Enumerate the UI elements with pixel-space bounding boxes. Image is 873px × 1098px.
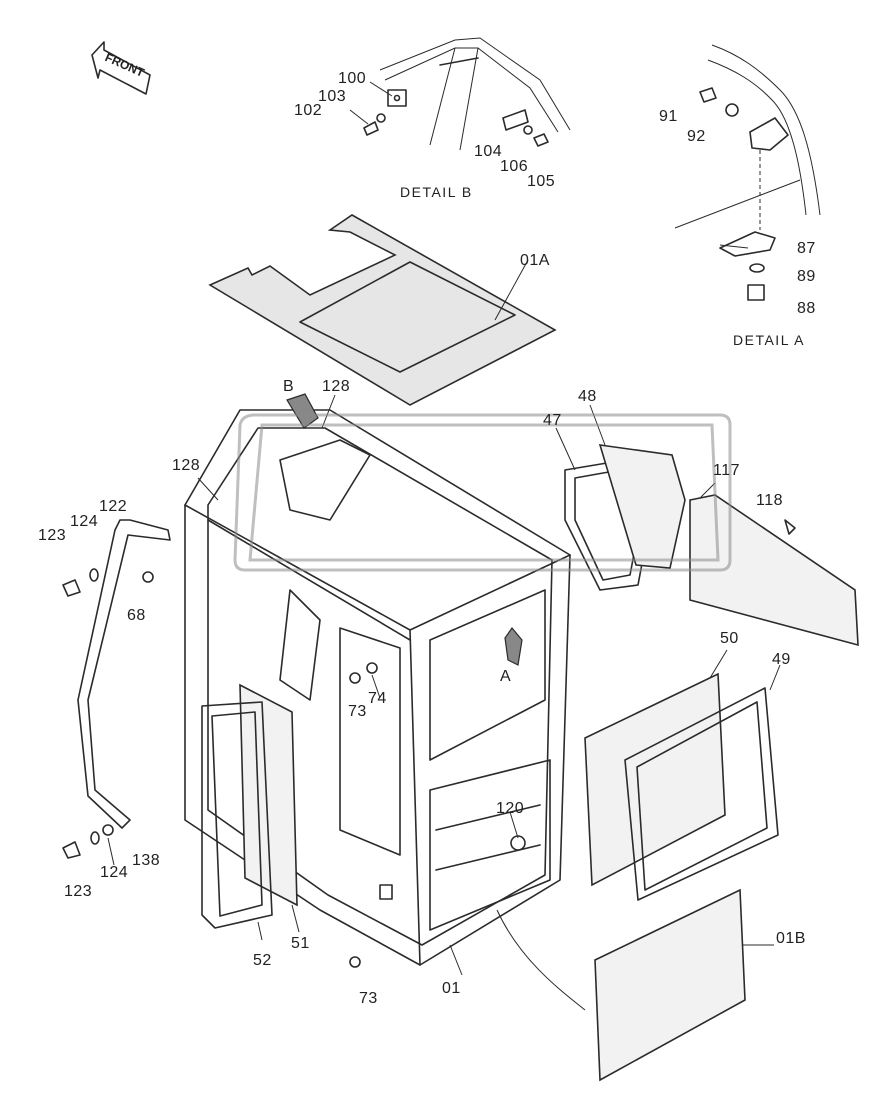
part-number-47: 47 (543, 412, 562, 429)
part-number-01b: 01B (776, 930, 806, 947)
part-number-51: 51 (291, 935, 310, 952)
window-51-52 (201, 683, 298, 929)
part-number-118: 118 (756, 492, 784, 509)
part-number-104: 104 (474, 143, 503, 160)
detail-a-caption: DETAIL A (733, 332, 805, 348)
cab-frame-01 (184, 409, 571, 966)
detail-a-drawing (674, 44, 821, 301)
part-number-48: 48 (578, 388, 597, 405)
part-number-102: 102 (294, 102, 323, 119)
part-number-124-bottom: 124 (100, 864, 129, 881)
part-number-128-top: 128 (322, 378, 351, 395)
part-number-01a: 01A (520, 252, 550, 269)
part-number-88: 88 (797, 300, 816, 317)
part-number-124-top: 124 (70, 513, 99, 530)
front-arrow-icon (91, 41, 151, 95)
panel-01b (496, 888, 746, 1082)
part-number-52: 52 (253, 952, 272, 969)
view-arrow-a-icon (504, 627, 523, 666)
part-number-138: 138 (132, 852, 161, 869)
handrail-122 (77, 519, 171, 829)
detail-b-caption: DETAIL B (400, 184, 473, 200)
part-number-117: 117 (713, 462, 741, 479)
part-number-105: 105 (527, 173, 556, 190)
side-glass-117 (689, 494, 859, 647)
part-number-73-bottom: 73 (359, 990, 378, 1007)
detail-b-drawing (363, 37, 571, 151)
part-number-73-mid: 73 (348, 703, 367, 720)
part-number-123-bottom: 123 (64, 883, 93, 900)
roof-liner-01a (208, 214, 557, 406)
part-number-92: 92 (687, 128, 706, 145)
door-window-47-48 (564, 444, 686, 591)
view-arrow-b-icon (286, 393, 319, 429)
watermark-graphic (233, 413, 732, 572)
view-marker-a: A (500, 668, 512, 685)
part-number-100: 100 (338, 70, 367, 87)
fasteners (62, 568, 526, 968)
part-number-103: 103 (318, 88, 347, 105)
part-number-49: 49 (772, 651, 791, 668)
part-number-50: 50 (720, 630, 739, 647)
part-number-87: 87 (797, 240, 816, 257)
view-marker-b: B (283, 378, 295, 395)
part-number-120: 120 (496, 800, 525, 817)
part-number-106: 106 (500, 158, 529, 175)
part-number-91: 91 (659, 108, 678, 125)
window-49-50 (584, 672, 779, 901)
part-number-74: 74 (368, 690, 387, 707)
part-number-89: 89 (797, 268, 816, 285)
part-number-123-top: 123 (38, 527, 67, 544)
part-number-122: 122 (99, 498, 128, 515)
leader-lines (107, 81, 781, 976)
part-number-68: 68 (127, 607, 146, 624)
part-number-128-left: 128 (172, 457, 201, 474)
part-number-01: 01 (442, 980, 461, 997)
